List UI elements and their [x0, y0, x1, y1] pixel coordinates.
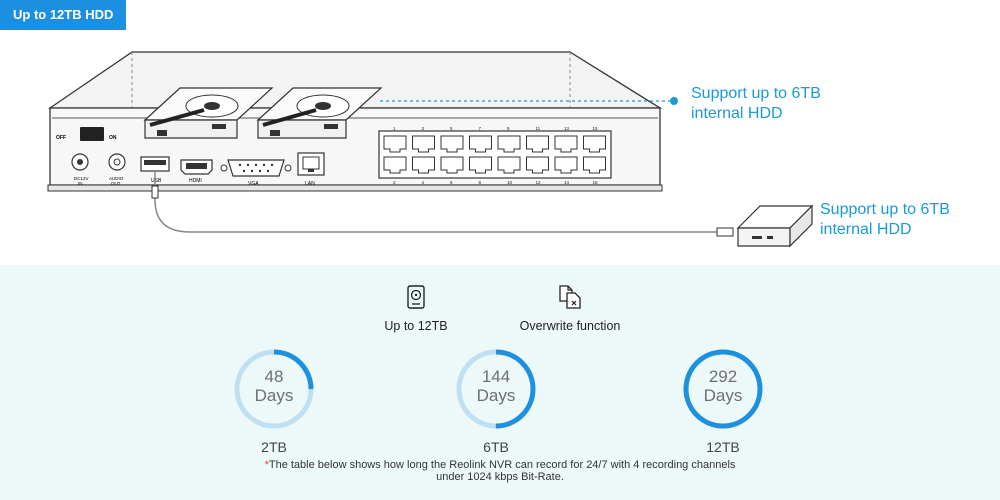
port-number: 12 — [536, 180, 542, 185]
port-number: 3 — [422, 126, 425, 131]
progress-ring — [234, 349, 314, 429]
poe-port — [497, 135, 521, 153]
port-number: 14 — [564, 180, 570, 185]
svg-text:DC12V: DC12V — [74, 176, 89, 181]
internal-hdd-callout: Support up to 6TB internal HDD — [691, 85, 821, 122]
ring-capacity: 2TB — [261, 439, 287, 455]
port-number: 5 — [450, 126, 453, 131]
port-number: 1 — [393, 126, 396, 131]
hdd-icon — [407, 285, 425, 309]
poe-port — [412, 156, 435, 174]
feature-capacity-label: Up to 12TB — [384, 319, 448, 333]
progress-ring — [456, 349, 536, 429]
poe-port — [440, 156, 464, 174]
overwrite-icon — [559, 285, 581, 309]
poe-port — [583, 135, 606, 153]
hdmi-label: HDMI — [189, 178, 202, 184]
port-number: 4 — [422, 180, 425, 185]
port-number: 8 — [479, 180, 482, 185]
port-number: 13 — [564, 126, 570, 131]
feature-overwrite: Overwrite function — [505, 285, 635, 333]
usb-label: USB — [151, 178, 162, 184]
poe-port — [383, 135, 407, 153]
device-illustration: OFF ON DC12V IN AUDIO OUT USB HDMI VGA L… — [47, 51, 814, 248]
progress-ring — [683, 349, 763, 429]
hdd-capacity-badge: Up to 12TB HDD — [0, 0, 127, 30]
external-hdd-callout: Support up to 6TB internal HDD — [820, 201, 950, 238]
svg-text:AUDIO: AUDIO — [109, 176, 124, 181]
poe-port — [526, 135, 549, 153]
on-label: ON — [109, 135, 117, 141]
svg-text:IN: IN — [78, 181, 83, 186]
hdd-tray-2 — [256, 87, 383, 139]
port-number: 9 — [507, 126, 510, 131]
poe-port — [469, 156, 492, 174]
poe-port — [526, 156, 549, 174]
poe-port — [554, 156, 578, 174]
port-number: 6 — [450, 180, 453, 185]
poe-port — [583, 156, 606, 174]
port-number: 10 — [507, 180, 513, 185]
port-number: 16 — [593, 180, 599, 185]
feature-overwrite-label: Overwrite function — [519, 319, 621, 333]
hdd-tray-1 — [143, 87, 274, 139]
feature-capacity: Up to 12TB — [375, 285, 457, 333]
port-number: 7 — [479, 126, 482, 131]
poe-port — [383, 156, 407, 174]
lan-label: LAN — [305, 181, 315, 187]
poe-port — [440, 135, 464, 153]
port-number: 15 — [593, 126, 599, 131]
poe-port — [497, 156, 521, 174]
poe-port — [554, 135, 578, 153]
poe-port — [412, 135, 435, 153]
vga-label: VGA — [248, 181, 259, 187]
port-number: 2 — [393, 180, 396, 185]
footnote: *The table below shows how long the Reol… — [264, 459, 736, 483]
nvr-diagram: OFF ON DC12V IN AUDIO OUT USB HDMI VGA L… — [47, 51, 814, 248]
off-label: OFF — [56, 135, 66, 141]
svg-text:OUT: OUT — [111, 181, 121, 186]
ring-capacity: 12TB — [706, 439, 740, 455]
ring-capacity: 6TB — [483, 439, 509, 455]
external-hdd-icon — [736, 204, 814, 248]
port-number: 11 — [536, 126, 541, 131]
poe-port — [469, 135, 492, 153]
